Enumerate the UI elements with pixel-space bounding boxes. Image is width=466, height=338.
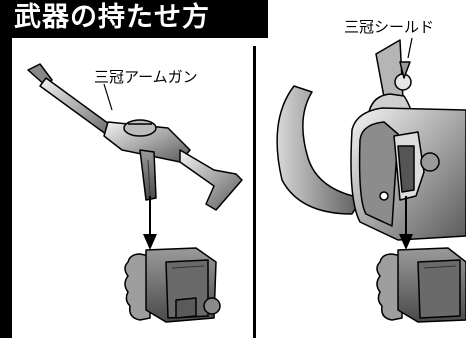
title-bar: 武器の持たせ方: [0, 0, 268, 38]
down-arrow-left: [143, 196, 157, 250]
shield-label: 三冠シールド: [344, 18, 435, 36]
arm-gun-illustration: [27, 63, 243, 211]
left-border: [0, 38, 12, 338]
panel-divider: [253, 46, 256, 338]
down-arrow-right: [399, 196, 413, 250]
gun-label: 三冠アームガン: [94, 68, 198, 86]
shield-pointer-line: [407, 37, 413, 59]
hand-left: [124, 247, 221, 323]
page-title: 武器の持たせ方: [14, 2, 210, 33]
shield-illustration: [276, 39, 466, 241]
gun-pointer-line: [103, 83, 113, 111]
hand-right: [376, 247, 466, 323]
